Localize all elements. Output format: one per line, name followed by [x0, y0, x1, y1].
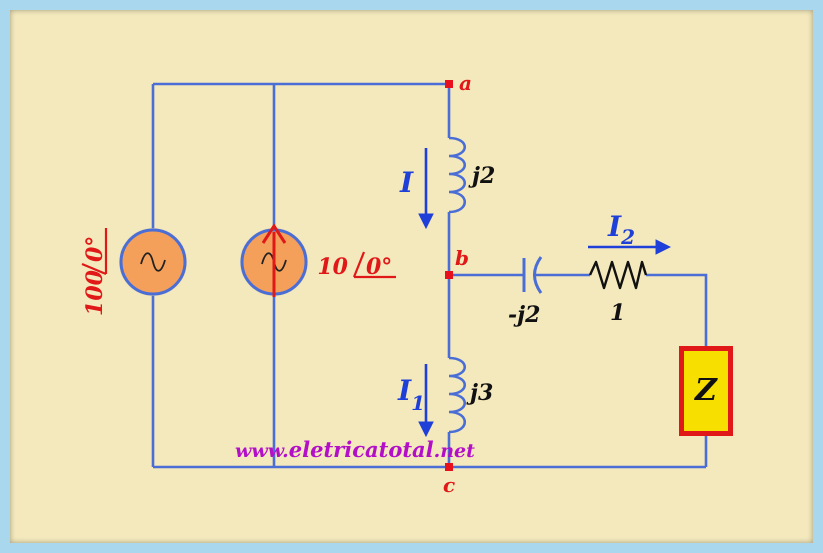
node-c — [445, 463, 453, 471]
node-c-label: c — [443, 473, 455, 497]
load-z-label: Z — [694, 373, 718, 408]
wire-res-to-z — [646, 273, 708, 346]
resistor-symbol — [588, 260, 648, 290]
current-magnitude: 10 — [317, 254, 348, 280]
current-I2-label: I2 — [607, 210, 635, 249]
voltage-source — [119, 228, 187, 296]
current-I-label: I — [399, 166, 414, 199]
capacitor-symbol — [522, 256, 543, 294]
node-a-label: a — [459, 71, 472, 95]
load-z: Z — [679, 346, 733, 436]
node-b-label: b — [455, 246, 469, 270]
sine-icon — [140, 252, 166, 272]
load-z-body — [684, 351, 728, 431]
wires — [151, 82, 708, 469]
node-b — [445, 271, 453, 279]
current-source — [240, 223, 308, 297]
resistor-label: 1 — [610, 300, 625, 326]
current-source-label: 10 0° — [317, 251, 396, 280]
inductor-j3-label: j3 — [466, 380, 493, 406]
current-angle: 0° — [366, 254, 392, 280]
inductor-j2-label: j2 — [468, 163, 495, 189]
inductor-j2 — [448, 136, 467, 214]
capacitor-label: -j2 — [508, 302, 540, 328]
voltage-source-label: 100 0° — [81, 228, 108, 316]
node-a — [445, 80, 453, 88]
watermark: www.eletricatotal.net — [235, 437, 475, 462]
inductor-j3 — [448, 356, 467, 434]
voltage-magnitude: 100 — [82, 269, 108, 316]
current-I1-label: I1 — [397, 374, 425, 415]
voltage-angle: 0° — [82, 236, 108, 262]
